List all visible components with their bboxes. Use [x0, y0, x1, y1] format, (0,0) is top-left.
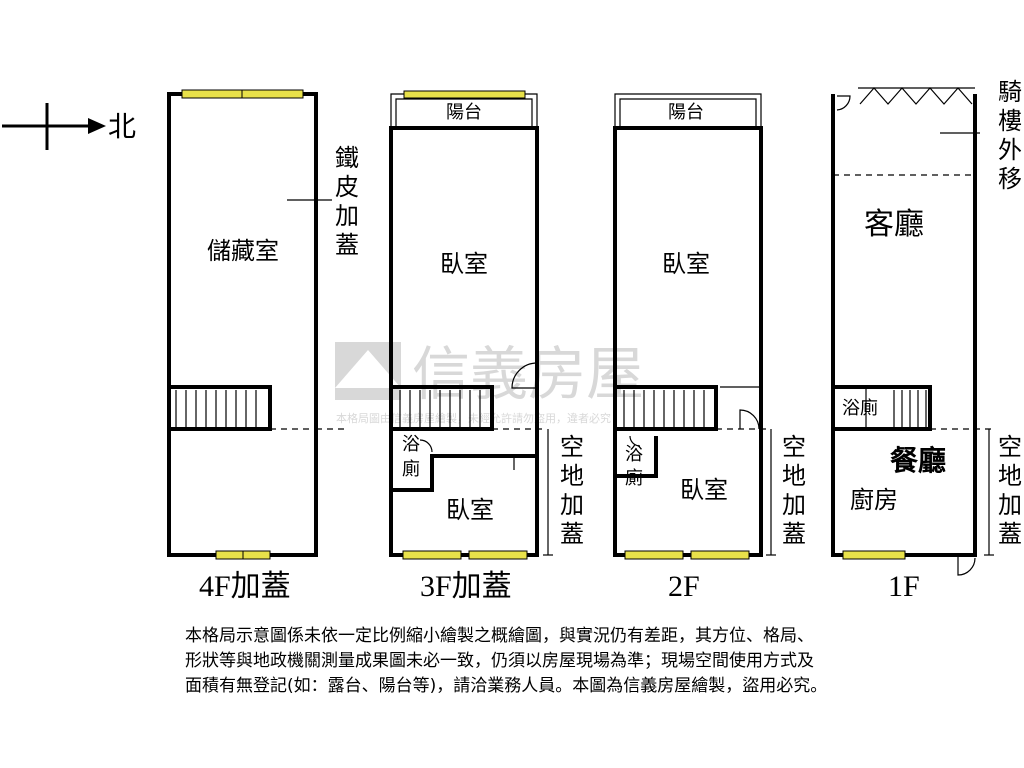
floor-1f-gate — [859, 87, 973, 105]
floor-1f-arcade-note: 騎 樓 外 移 — [998, 78, 1022, 193]
floor-2f-balcony — [614, 93, 762, 128]
svg-text:空: 空 — [560, 433, 584, 461]
watermark-notice: 本格局圖由信義房屋繪製，未經允許請勿盜用，違者必究 — [336, 411, 611, 425]
disclaimer-line-3: 面積有無登記(如：露台、陽台等)，請洽業務人員。本圖為信義房屋繪製，盜用必究。 — [185, 676, 828, 696]
disclaimer-line-2: 形狀等與地政機關測量成果圖未必一致，仍須以房屋現場為準；現場空間使用方式及 — [185, 651, 814, 671]
floor-2f-window-bottom-left — [624, 550, 684, 560]
floor-3f-stair — [389, 385, 494, 431]
svg-text:加: 加 — [335, 202, 359, 230]
floor-4f-outline — [167, 92, 318, 557]
disclaimer: 本格局示意圖係未依一定比例縮小繪製之概繪圖，與實況仍有差距，其方位、格局、 形狀… — [185, 624, 985, 699]
floor-4f-note: 鐵 皮 加 蓋 — [335, 144, 359, 259]
floor-3f-window-bottom-right — [468, 550, 528, 560]
svg-text:外: 外 — [998, 136, 1022, 164]
room-3f-bath-2: 廁 — [402, 458, 420, 480]
compass-north-label: 北 — [108, 110, 136, 143]
floor-2f-stair — [613, 385, 718, 431]
room-2f-bath-1: 浴 — [625, 444, 643, 465]
floor-3f: 陽台 浴 廁 臥室 臥室 空 地 加 蓋 3F加 — [389, 90, 584, 603]
floor-label-1f: 1F — [888, 570, 920, 603]
room-3f-balcony: 陽台 — [446, 102, 482, 123]
watermark: 信義房屋 本格局圖由信義房屋繪製，未經允許請勿盜用，違者必究 — [335, 340, 644, 425]
room-2f-bath-2: 廁 — [625, 467, 643, 489]
disclaimer-line-1: 本格局示意圖係未依一定比例縮小繪製之概繪圖，與實況仍有差距，其方位、格局、 — [185, 626, 814, 646]
svg-text:蓋: 蓋 — [998, 520, 1022, 548]
floor-4f: 儲藏室 鐵 皮 加 蓋 4F加蓋 — [167, 89, 359, 603]
floor-4f-stair — [167, 385, 272, 431]
floor-label-3f: 3F加蓋 — [420, 570, 512, 603]
room-3f-bedroom-front: 臥室 — [440, 250, 488, 278]
floor-1f-window-bottom — [842, 550, 906, 560]
room-1f-bath: 浴廁 — [842, 397, 878, 419]
floor-3f-outline — [389, 126, 539, 557]
floor-1f-entry-door — [957, 555, 976, 576]
svg-text:騎: 騎 — [998, 78, 1022, 106]
floor-3f-window-bottom-left — [402, 550, 462, 560]
floor-3f-door — [511, 362, 538, 389]
svg-text:蓋: 蓋 — [560, 520, 584, 548]
svg-text:皮: 皮 — [335, 173, 359, 201]
floor-2f-outline — [613, 126, 763, 557]
svg-text:鐵: 鐵 — [335, 144, 359, 172]
room-1f-living: 客廳 — [864, 207, 924, 242]
svg-text:加: 加 — [782, 491, 806, 519]
floor-2f: 陽台 浴 廁 臥室 臥室 空 地 加 蓋 2F — [613, 93, 806, 603]
room-1f-kitchen: 廚房 — [850, 486, 898, 514]
floor-label-2f: 2F — [668, 570, 700, 603]
compass: 北 — [2, 103, 136, 150]
svg-text:地: 地 — [560, 462, 584, 490]
watermark-logo-roof — [335, 350, 401, 388]
room-2f-bedroom-front: 臥室 — [662, 250, 710, 278]
svg-text:空: 空 — [782, 433, 806, 461]
room-2f-balcony: 陽台 — [668, 102, 704, 123]
room-3f-bath-1: 浴 — [402, 434, 420, 455]
floor-3f-window-top — [403, 90, 526, 99]
room-2f-bedroom-back: 臥室 — [680, 476, 728, 504]
floor-1f: 浴廁 客廳 餐廳 廚房 騎 樓 外 移 空 地 加 蓋 1F — [831, 78, 1022, 603]
room-1f-dining: 餐廳 — [890, 444, 946, 477]
floor-3f-note: 空 地 加 蓋 — [560, 433, 584, 548]
svg-text:移: 移 — [998, 165, 1022, 193]
svg-text:空: 空 — [998, 433, 1022, 461]
north-arrow-icon — [88, 118, 106, 134]
watermark-brand: 信義房屋 — [412, 340, 644, 408]
svg-text:蓋: 蓋 — [335, 231, 359, 259]
floor-1f-note: 空 地 加 蓋 — [998, 433, 1022, 548]
svg-text:地: 地 — [998, 462, 1022, 490]
svg-text:地: 地 — [782, 462, 806, 490]
svg-text:蓋: 蓋 — [782, 520, 806, 548]
floor-2f-door — [739, 409, 760, 430]
room-3f-bedroom-back: 臥室 — [446, 496, 494, 524]
svg-text:加: 加 — [560, 491, 584, 519]
floor-2f-note: 空 地 加 蓋 — [782, 433, 806, 548]
room-4f-storage: 儲藏室 — [207, 237, 279, 265]
floor-label-4f: 4F加蓋 — [199, 570, 291, 603]
svg-text:加: 加 — [998, 491, 1022, 519]
svg-text:樓: 樓 — [998, 107, 1022, 135]
floor-2f-window-bottom-right — [690, 550, 750, 560]
